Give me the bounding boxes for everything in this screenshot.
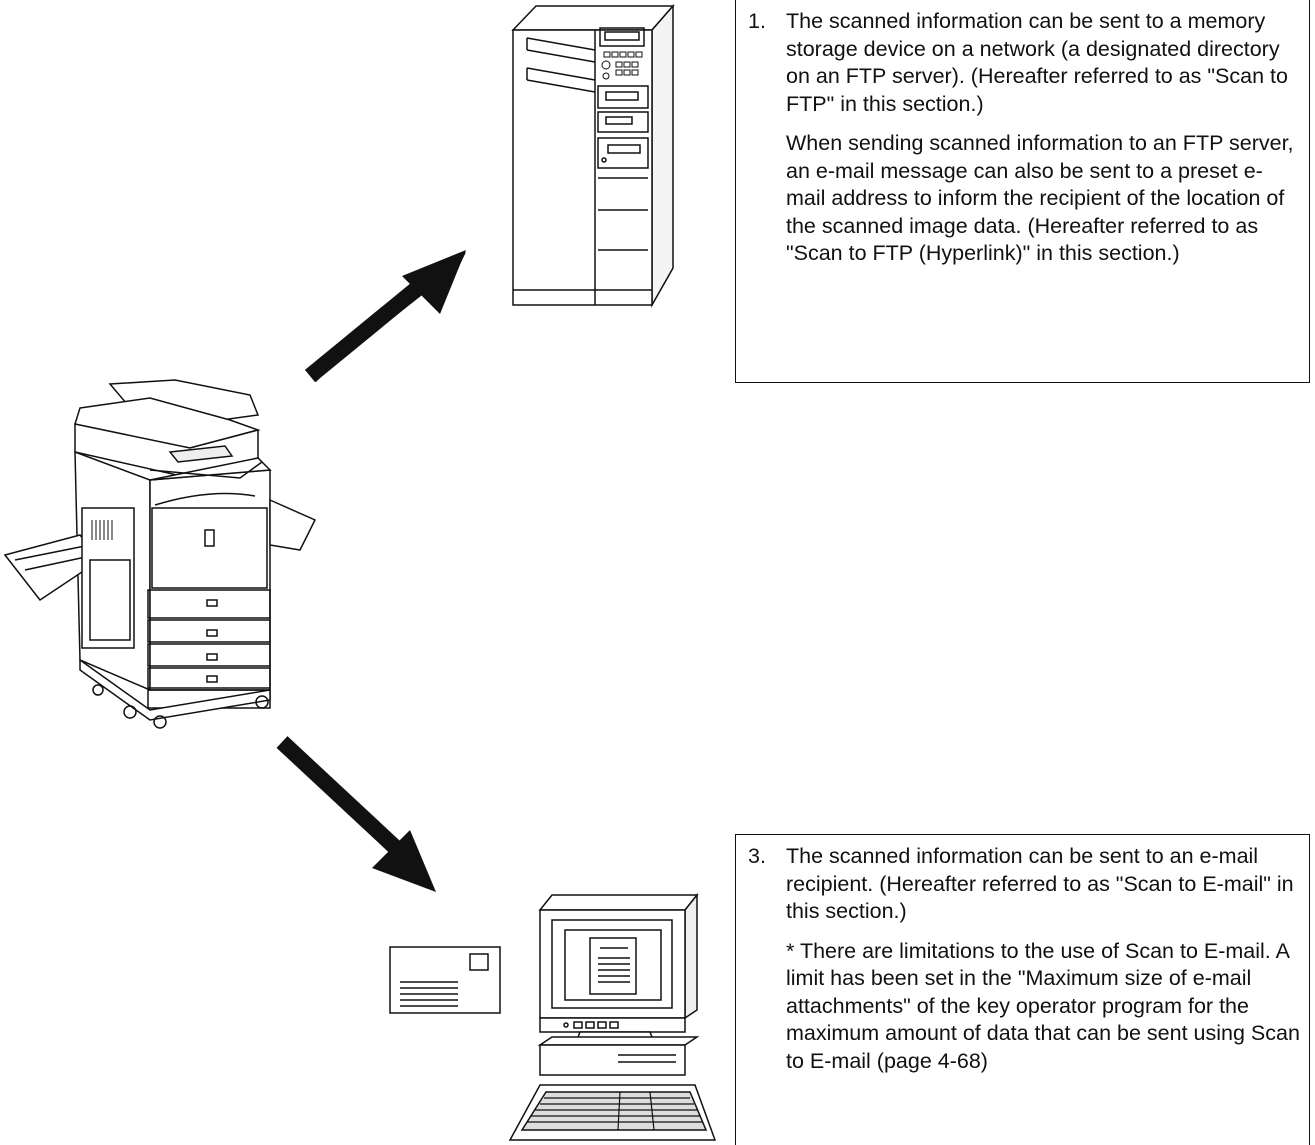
scan-to-email-limitation-note: * There are limitations to the use of Sc…: [786, 938, 1300, 1073]
desktop-computer-icon: [508, 892, 717, 1141]
scan-to-email-description: 3. The scanned information can be sent t…: [735, 834, 1310, 1145]
item-number: 3.: [748, 844, 766, 868]
scan-to-ftp-description: 1. The scanned information can be sent t…: [735, 0, 1310, 383]
scan-to-ftp-text: The scanned information can be sent to a…: [786, 9, 1288, 116]
email-envelope-icon: [389, 946, 501, 1014]
ftp-server-tower-icon: [511, 4, 675, 308]
arrow-down-right-icon: [276, 736, 436, 892]
item-number: 1.: [748, 9, 766, 33]
scan-to-ftp-hyperlink-text: When sending scanned information to an F…: [786, 131, 1294, 265]
arrow-up-right-icon: [304, 250, 466, 383]
multifunction-copier-icon: [3, 379, 317, 729]
scan-to-email-text: The scanned information can be sent to a…: [786, 844, 1294, 923]
